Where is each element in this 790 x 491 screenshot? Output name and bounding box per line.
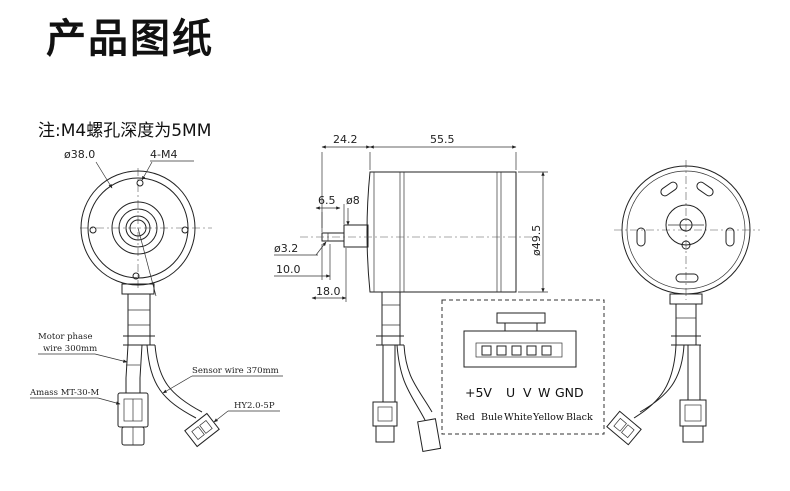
- pin-label: W: [538, 385, 550, 400]
- wire-color-label: White: [504, 412, 533, 423]
- dim-24-2: 24.2: [333, 133, 358, 146]
- page-title: 产品图纸: [46, 16, 214, 62]
- pin-label: GND: [555, 385, 584, 400]
- pin-label: U: [506, 385, 515, 400]
- dim-55-5: 55.5: [430, 133, 455, 146]
- wire-color-label: Bule: [481, 412, 503, 423]
- dim-phi3-2: ø3.2: [274, 242, 298, 255]
- label-motor-phase-2: wire 300mm: [43, 344, 97, 354]
- wire-color-label: Black: [566, 412, 593, 423]
- wire-color-label: Red: [456, 412, 475, 423]
- rear-view: [606, 160, 760, 446]
- label-amass-connector: Amass MT-30-M: [29, 388, 100, 398]
- pinout-connector-housing: [463, 330, 577, 368]
- side-view: 24.2 55.5 6.5 ø8 ø3.2 10.0 18.0 ø49.5: [274, 133, 548, 452]
- dim-phi38: ø38.0: [64, 148, 95, 161]
- dim-6-5: 6.5: [318, 194, 336, 207]
- mount-hole: [136, 179, 144, 187]
- dim-18-0: 18.0: [316, 285, 341, 298]
- motor-body-outline: [366, 171, 517, 293]
- screw-depth-note: 注:M4螺孔深度为5MM: [38, 121, 212, 141]
- label-sensor-wire: Sensor wire 370mm: [192, 366, 279, 376]
- mount-hole: [89, 226, 97, 234]
- front-view: ø38.0 4-M4 Motor phase: [29, 148, 283, 448]
- mount-hole: [181, 226, 189, 234]
- hy-connector: [184, 412, 220, 448]
- label-hy-connector: HY2.0-5P: [234, 401, 275, 411]
- dim-phi8: ø8: [346, 194, 360, 207]
- front-outer-circle: [80, 170, 196, 286]
- pin-label: +5V: [465, 385, 492, 400]
- rear-amass-connector: [679, 399, 707, 427]
- dim-10-0: 10.0: [276, 263, 301, 276]
- label-motor-phase-1: Motor phase: [38, 332, 93, 342]
- pin-label: V: [523, 385, 532, 400]
- pinout-panel: +5V U V W GND Red Bule White Yellow Blac…: [441, 299, 605, 435]
- side-amass-connector: [372, 401, 398, 427]
- wire-color-label: Yellow: [532, 412, 564, 423]
- dim-phi49-5: ø49.5: [530, 225, 543, 256]
- dim-4-m4: 4-M4: [150, 148, 177, 161]
- mount-hole: [132, 272, 140, 280]
